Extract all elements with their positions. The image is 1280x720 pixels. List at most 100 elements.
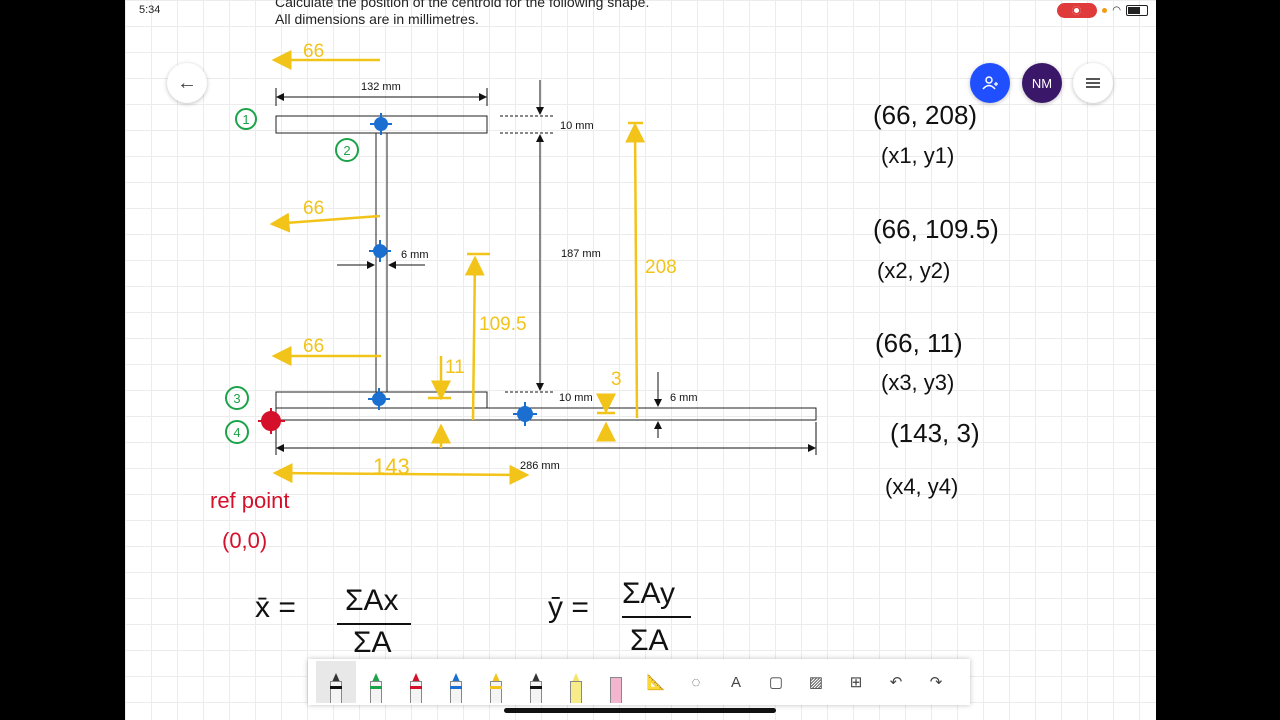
home-indicator[interactable] [504, 708, 776, 713]
share-button[interactable] [970, 63, 1010, 103]
coord-2-label: (x2, y2) [877, 258, 950, 283]
ref-point-coords: (0,0) [222, 528, 267, 553]
ruler-icon: 📐 [646, 674, 666, 691]
highlighter-icon [570, 673, 582, 703]
hamburger-icon [1086, 78, 1100, 88]
avatar[interactable]: NM [1022, 63, 1062, 103]
part-number-1: 1 [242, 112, 249, 127]
part-number-circles [225, 108, 359, 444]
dim-6-web-label: 6 mm [401, 249, 429, 261]
coord-3-label: (x3, y3) [881, 370, 954, 395]
lasso-icon: ◌ [691, 673, 701, 691]
annotation-208: 208 [645, 257, 677, 278]
status-bar: 5:34 ◠ [125, 0, 1156, 20]
problem-statement: Calculate the position of the centroid f… [275, 0, 649, 28]
annotation-11: 11 [445, 357, 465, 378]
tool-eraser[interactable] [596, 661, 636, 703]
battery-icon [1126, 5, 1148, 16]
ybar-numerator: ΣAy [622, 577, 675, 610]
drawing-layer: 132 mm 10 mm 187 mm 6 mm 10 mm 6 mm 286 … [210, 41, 999, 659]
dim-10-top-label: 10 mm [560, 120, 594, 132]
web [375, 132, 388, 393]
tool-blue-pen[interactable] [436, 661, 476, 703]
annotation-66-low: 66 [303, 336, 324, 357]
whiteboard-canvas[interactable]: 5:34 ◠ Calculate the position of the cen… [125, 0, 1156, 720]
dim-132-label: 132 mm [361, 81, 401, 93]
centroid-marker-3 [368, 388, 390, 410]
green-pen-icon [370, 673, 382, 703]
annotation-3: 3 [611, 369, 622, 390]
avatar-initials: NM [1031, 75, 1053, 91]
part-number-3: 3 [233, 391, 240, 406]
add-icon: ⊞ [849, 674, 863, 691]
ref-point-label: ref point [210, 488, 290, 513]
yellow-annotations [269, 50, 646, 485]
screen-record-icon[interactable] [1057, 3, 1098, 18]
dim-10-bottom-label: 10 mm [559, 392, 593, 404]
xbar-denominator: ΣA [353, 626, 392, 659]
tool-red-pen[interactable] [396, 661, 436, 703]
red-pen-icon [410, 673, 422, 703]
tool-image[interactable]: ▨ [796, 661, 836, 703]
tool-add[interactable]: ⊞ [836, 661, 876, 703]
status-time: 5:34 [139, 4, 161, 16]
undo-icon: ↶ [889, 674, 903, 691]
black-pen-2-icon [530, 673, 542, 703]
dimension-lines [275, 80, 817, 455]
problem-line-2: All dimensions are in millimetres. [275, 11, 479, 27]
tool-black-pen[interactable] [316, 661, 356, 703]
coord-4-value: (143, 3) [890, 418, 980, 448]
tool-yellow-pen[interactable] [476, 661, 516, 703]
annotation-143: 143 [373, 454, 410, 479]
tool-black-pen-2[interactable] [516, 661, 556, 703]
part-number-2: 2 [343, 143, 350, 158]
redo-icon: ↷ [929, 674, 943, 691]
tool-text[interactable]: A [716, 661, 756, 703]
annotation-66-mid: 66 [303, 198, 324, 219]
coord-2-value: (66, 109.5) [873, 214, 999, 244]
centroid-marker-1 [370, 113, 392, 135]
menu-button[interactable] [1073, 63, 1113, 103]
ybar-lhs: ȳ = [548, 591, 589, 624]
xbar-numerator: ΣAx [345, 584, 399, 617]
centroid-markers [368, 113, 537, 426]
shape-icon: ▢ [768, 674, 784, 691]
tool-lasso[interactable]: ◌ [676, 661, 716, 703]
tool-highlighter[interactable] [556, 661, 596, 703]
part-number-4: 4 [233, 425, 240, 440]
coord-4-label: (x4, y4) [885, 474, 958, 499]
eraser-icon [610, 673, 622, 703]
black-pen-icon [330, 673, 342, 703]
status-icons: ◠ [1057, 3, 1148, 18]
back-arrow-icon: ← [177, 71, 197, 94]
tool-green-pen[interactable] [356, 661, 396, 703]
text-icon: A [730, 673, 741, 691]
annotation-109-5: 109.5 [479, 314, 527, 335]
coord-1-value: (66, 208) [873, 100, 977, 130]
dim-286-label: 286 mm [520, 460, 560, 472]
centroid-marker-4 [513, 402, 537, 426]
add-person-icon [982, 76, 998, 90]
image-icon: ▨ [808, 674, 824, 691]
tool-redo[interactable]: ↷ [916, 661, 956, 703]
i-beam-shape [275, 115, 817, 421]
drawing-toolbar: 📐 ◌ A ▢ ▨ ⊞ ↶ ↷ [308, 659, 970, 705]
back-button[interactable]: ← [167, 63, 207, 103]
blue-pen-icon [450, 673, 462, 703]
coord-1-label: (x1, y1) [881, 143, 954, 168]
yellow-pen-icon [490, 673, 502, 703]
wifi-icon: ◠ [1112, 5, 1121, 16]
reference-point-marker [258, 408, 285, 434]
base-plate [275, 407, 817, 421]
ybar-denominator: ΣA [630, 624, 669, 657]
coord-3-value: (66, 11) [875, 328, 963, 358]
tool-ruler[interactable]: 📐 [636, 661, 676, 703]
centroid-marker-2 [369, 240, 391, 262]
dim-187-label: 187 mm [561, 248, 601, 260]
tool-undo[interactable]: ↶ [876, 661, 916, 703]
centroid-formulas: x̄ = ΣAx ΣA ȳ = ΣAy ΣA [255, 577, 675, 659]
annotation-66-top: 66 [303, 41, 324, 62]
xbar-lhs: x̄ = [255, 591, 296, 624]
tool-shape[interactable]: ▢ [756, 661, 796, 703]
dim-6-base-label: 6 mm [670, 392, 698, 404]
